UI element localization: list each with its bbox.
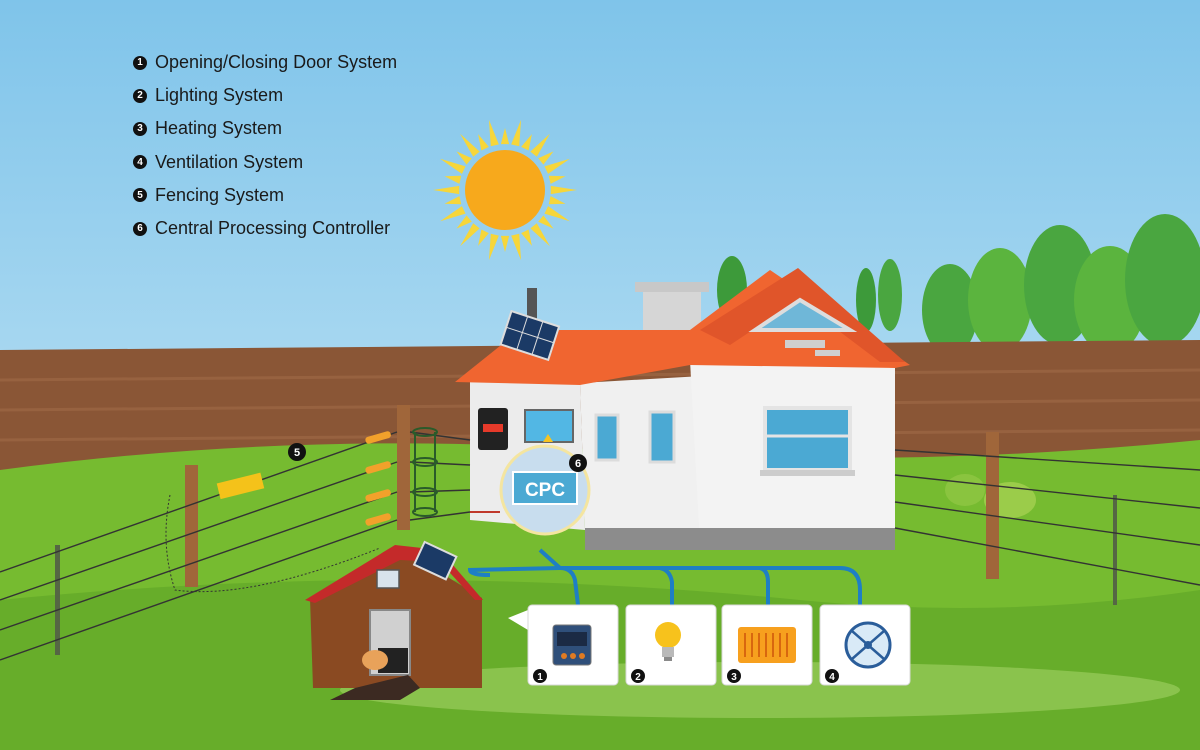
legend-label: Fencing System <box>155 184 285 205</box>
cpc-number: 6 <box>575 458 581 470</box>
legend-number: 6 <box>133 221 147 236</box>
sun-ray <box>444 196 462 205</box>
fan-icon <box>844 621 892 669</box>
legend-item: 3 Heating System <box>133 112 397 145</box>
device-card-ventilation: 4 <box>819 604 911 686</box>
sun-ray <box>530 223 550 247</box>
bush <box>945 474 1036 518</box>
device-card-door: 1 <box>527 604 619 686</box>
sun-ray <box>444 175 462 184</box>
connection-pipes <box>467 548 862 606</box>
sun-ray <box>511 233 522 261</box>
sun-ray <box>544 206 570 222</box>
sun-ray <box>521 229 532 246</box>
plowed-field <box>0 340 1200 480</box>
legend-item: 5 Fencing System <box>133 179 397 212</box>
sun-ray <box>548 196 566 205</box>
legend-item: 2 Lighting System <box>133 79 397 112</box>
cpc-label: CPC <box>525 480 565 501</box>
sun-ray <box>460 133 480 157</box>
device-number: 1 <box>537 672 543 683</box>
sun-ray <box>500 128 510 145</box>
sun-ray <box>456 215 472 229</box>
device-card-heating: 3 <box>721 604 813 686</box>
solar-panel-icon <box>499 309 561 362</box>
sun-ray <box>433 185 460 195</box>
heating-element-icon <box>738 627 796 663</box>
fence-number: 5 <box>294 447 300 459</box>
sun-ray <box>548 175 566 184</box>
door-controller-icon <box>552 624 592 666</box>
device-number: 2 <box>635 672 641 683</box>
house <box>455 268 910 550</box>
central-processing-controller: CPC 6 <box>499 444 591 536</box>
device-panel: 1 2 3 <box>508 604 911 686</box>
electric-fence <box>0 405 1200 661</box>
sun-ray <box>544 158 570 174</box>
sun-ray <box>488 119 499 147</box>
legend-label: Heating System <box>155 118 283 139</box>
legend-label: Lighting System <box>155 85 284 106</box>
legend: 1 Opening/Closing Door System 2 Lighting S… <box>133 46 397 245</box>
legend-number: 1 <box>133 55 147 70</box>
grass-field <box>0 440 1200 750</box>
sun-ray <box>538 215 554 229</box>
legend-item: 6 Central Processing Controller <box>133 212 397 245</box>
sun-ray <box>440 206 466 222</box>
sun-ray <box>456 151 472 165</box>
coop-controller-icon <box>376 569 400 589</box>
sun-ray <box>500 235 510 252</box>
device-number: 3 <box>731 672 737 683</box>
legend-item: 4 Ventilation System <box>133 146 397 179</box>
chicken-icon <box>362 650 388 670</box>
device-number: 4 <box>829 672 835 683</box>
sun-ray <box>538 151 554 165</box>
sun-ray <box>488 233 499 261</box>
legend-item: 1 Opening/Closing Door System <box>133 46 397 79</box>
sun-ray <box>550 185 577 195</box>
sun-ray <box>521 134 532 151</box>
device-card-lighting: 2 <box>625 604 717 686</box>
legend-label: Central Processing Controller <box>155 218 391 239</box>
sun-ray <box>478 134 489 151</box>
monitor-icon <box>524 409 574 443</box>
tree-line <box>717 214 1200 356</box>
legend-number: 4 <box>133 155 147 170</box>
sun-ray <box>530 133 550 157</box>
legend-number: 5 <box>133 188 147 203</box>
legend-label: Opening/Closing Door System <box>155 52 398 73</box>
fence-marker: 5 <box>288 443 306 461</box>
chicken-coop <box>305 540 483 700</box>
sun-ray <box>478 229 489 246</box>
light-bulb-icon <box>655 622 681 661</box>
sun-icon <box>433 119 577 261</box>
solar-panel-icon <box>412 540 458 581</box>
legend-number: 3 <box>133 121 147 136</box>
legend-number: 2 <box>133 88 147 103</box>
sun-ray <box>440 158 466 174</box>
sun-ray <box>511 119 522 147</box>
warning-sign-icon <box>216 472 265 500</box>
legend-label: Ventilation System <box>155 151 304 172</box>
sun-ray <box>460 223 480 247</box>
fence-energizer-icon <box>478 408 508 450</box>
